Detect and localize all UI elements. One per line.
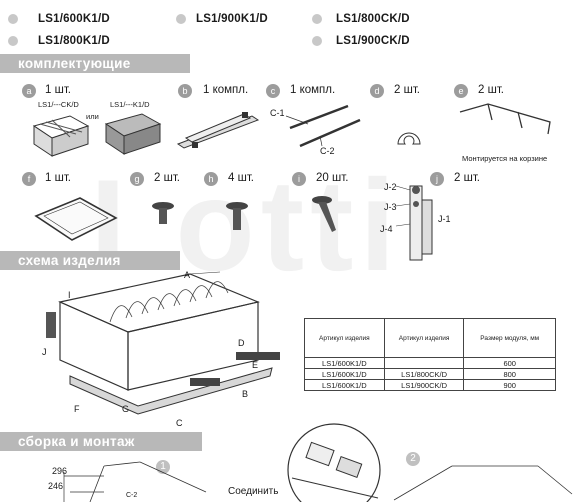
basket-k1-label: LS1/---K1/D: [110, 100, 150, 109]
assembly-c2-label: C-2: [126, 492, 138, 499]
step-2-number: 2: [406, 452, 420, 466]
bottom-tray-drawing: [34, 197, 118, 241]
wood-screw-drawing: [312, 196, 336, 232]
table-header-row: Артикул изделия Артикул изделия Размер м…: [304, 318, 556, 358]
part-j-qty: 2 шт.: [454, 172, 481, 184]
table-header-cell: Артикул изделия: [383, 318, 465, 358]
section-scheme-header: схема изделия: [0, 251, 180, 270]
scheme-label-i: I: [68, 290, 71, 300]
rail-c1-label: C-1: [270, 108, 285, 118]
scheme-label-a: A: [184, 270, 191, 280]
part-f-qty: 1 шт.: [45, 172, 72, 184]
scheme-label-j: J: [42, 347, 47, 357]
rails-c-drawing: [285, 104, 361, 148]
bullet-icon: [176, 14, 186, 24]
part-c-badge: c: [266, 84, 280, 98]
bracket-drawing: [459, 103, 551, 135]
section-assembly-header: сборка и монтаж: [0, 432, 202, 451]
bullet-icon: [8, 36, 18, 46]
part-b-badge: b: [178, 84, 192, 98]
part-g-qty: 2 шт.: [154, 172, 181, 184]
part-d-qty: 2 шт.: [394, 84, 421, 96]
bullet-icon: [8, 14, 18, 24]
basket-ck-label: LS1/---CK/D: [38, 100, 79, 109]
table-cell: LS1/600K1/D: [304, 379, 385, 391]
part-i-badge: i: [292, 172, 306, 186]
hinge-bracket-drawing: [395, 185, 433, 261]
scheme-label-g: G: [122, 404, 130, 414]
product-scheme-drawing: [46, 271, 280, 415]
part-a-badge: a: [22, 84, 36, 98]
table-cell: [383, 357, 465, 369]
rail-c2-label: C-2: [320, 146, 335, 156]
part-f-badge: f: [22, 172, 36, 186]
hinge-j1-label: J-1: [438, 214, 451, 224]
basket-ck-drawing: [32, 115, 90, 157]
table-row: LS1/600K1/D LS1/800CK/D 800: [304, 368, 556, 380]
table-row: LS1/600K1/D LS1/900CK/D 900: [304, 379, 556, 391]
model-4: LS1/800K1/D: [38, 35, 110, 47]
bolt-drawing: [226, 202, 248, 230]
connector-zoom-drawing: [287, 423, 381, 502]
table-cell: LS1/900CK/D: [383, 379, 465, 391]
slide-rails-drawing: [176, 112, 260, 149]
table-cell: LS1/800CK/D: [383, 368, 465, 380]
basket-k1-drawing: [104, 113, 162, 155]
hinge-j4-label: J-4: [380, 224, 393, 234]
model-3: LS1/800CK/D: [336, 13, 410, 25]
model-1: LS1/600K1/D: [38, 13, 110, 25]
part-h-badge: h: [204, 172, 218, 186]
table-cell: 900: [463, 379, 556, 391]
dimension-296: 296: [52, 466, 68, 476]
assembly-step-2-drawing: [393, 465, 573, 501]
bumper-drawing: [397, 132, 421, 145]
part-j-badge: j: [430, 172, 444, 186]
scheme-label-b: B: [242, 389, 249, 399]
assembly-step-1-drawing: [63, 461, 207, 502]
scheme-label-f: F: [74, 404, 80, 414]
section-components-header: комплектующие изделия: [0, 54, 190, 90]
scheme-label-c: C: [176, 418, 183, 428]
connect-label: Соединить: [228, 486, 279, 497]
table-cell: 800: [463, 368, 556, 380]
part-c-qty: 1 компл.: [290, 84, 336, 96]
sizes-table: Артикул изделия Артикул изделия Размер м…: [304, 318, 556, 391]
basket-or-label: или: [86, 112, 99, 121]
part-i-qty: 20 шт.: [316, 172, 349, 184]
part-g-badge: g: [130, 172, 144, 186]
bullet-icon: [312, 14, 322, 24]
mount-note: Монтируется на корзине: [462, 154, 548, 163]
table-row: LS1/600K1/D 600: [304, 357, 556, 369]
part-e-badge: e: [454, 84, 468, 98]
dimension-246: 246: [48, 481, 64, 491]
model-5: LS1/900CK/D: [336, 35, 410, 47]
table-cell: LS1/600K1/D: [304, 368, 385, 380]
scheme-label-e: E: [252, 360, 259, 370]
part-d-badge: d: [370, 84, 384, 98]
part-h-qty: 4 шт.: [228, 172, 255, 184]
part-b-qty: 1 компл.: [203, 84, 249, 96]
table-header-cell: Артикул изделия: [304, 318, 385, 358]
part-e-qty: 2 шт.: [478, 84, 505, 96]
hinge-j3-label: J-3: [384, 202, 397, 212]
table-cell: 600: [463, 357, 556, 369]
table-cell: LS1/600K1/D: [304, 357, 385, 369]
bullet-icon: [312, 36, 322, 46]
part-a-qty: 1 шт.: [45, 84, 72, 96]
model-2: LS1/900K1/D: [196, 13, 268, 25]
hinge-j2-label: J-2: [384, 182, 397, 192]
scheme-label-d: D: [238, 338, 245, 348]
table-header-cell: Размер модуля, мм: [463, 318, 556, 358]
short-screw-drawing: [152, 202, 174, 224]
